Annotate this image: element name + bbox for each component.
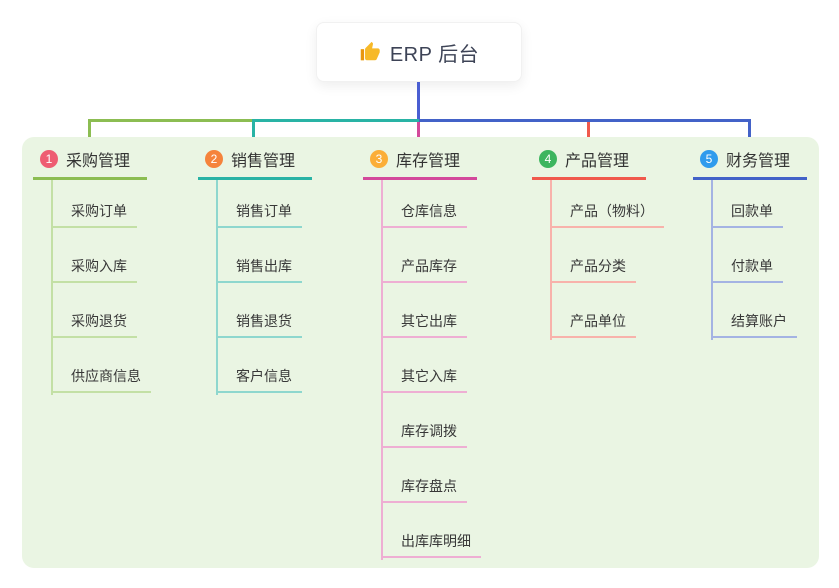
branch-header-product[interactable]: 4 产品管理 [532, 147, 646, 180]
branch-header-inventory[interactable]: 3 库存管理 [363, 147, 477, 180]
branch-label: 销售管理 [231, 153, 296, 170]
node-warehouse-info[interactable]: 仓库信息 [381, 198, 467, 228]
node-outbound-detail[interactable]: 出库库明细 [381, 528, 481, 558]
drop-line-branch2 [252, 119, 255, 151]
trunk-line [550, 180, 552, 340]
branch-header-purchase[interactable]: 1 采购管理 [33, 147, 147, 180]
node-receipt-order[interactable]: 回款单 [711, 198, 783, 228]
node-stock-transfer[interactable]: 库存调拨 [381, 418, 467, 448]
node-settlement-account[interactable]: 结算账户 [711, 308, 797, 338]
badge-1: 1 [40, 150, 58, 168]
drop-line-branch1 [88, 119, 91, 151]
trunk-line [711, 180, 713, 340]
trunk-line [51, 180, 53, 395]
trunk-line [216, 180, 218, 395]
node-other-inbound[interactable]: 其它入库 [381, 363, 467, 393]
root-node-erp[interactable]: ERP 后台 [316, 22, 522, 82]
drop-line-branch4 [587, 122, 590, 151]
node-purchase-order[interactable]: 采购订单 [51, 198, 137, 228]
node-purchase-inbound[interactable]: 采购入库 [51, 253, 137, 283]
branch-header-sales[interactable]: 2 销售管理 [198, 147, 312, 180]
drop-line-branch5 [748, 119, 751, 151]
trunk-line [381, 180, 383, 560]
node-sales-return[interactable]: 销售退货 [216, 308, 302, 338]
badge-5: 5 [700, 150, 718, 168]
branches-panel: 1 采购管理 采购订单 采购入库 采购退货 供应商信息 2 销售管理 销售订单 … [22, 137, 819, 568]
node-customer-info[interactable]: 客户信息 [216, 363, 302, 393]
branch-header-finance[interactable]: 5 财务管理 [693, 147, 807, 180]
badge-4: 4 [539, 150, 557, 168]
badge-2: 2 [205, 150, 223, 168]
node-supplier-info[interactable]: 供应商信息 [51, 363, 151, 393]
branch-label: 财务管理 [726, 153, 791, 170]
bus-line-branch1 [88, 119, 254, 122]
badge-3: 3 [370, 150, 388, 168]
branch-label: 采购管理 [66, 153, 131, 170]
thumbs-up-icon [360, 41, 380, 61]
bus-line-branch5 [419, 119, 751, 122]
node-sales-outbound[interactable]: 销售出库 [216, 253, 302, 283]
node-stock-check[interactable]: 库存盘点 [381, 473, 467, 503]
branch-label: 产品管理 [565, 153, 630, 170]
node-product-category[interactable]: 产品分类 [550, 253, 636, 283]
node-product-stock[interactable]: 产品库存 [381, 253, 467, 283]
node-product-unit[interactable]: 产品单位 [550, 308, 636, 338]
drop-line-branch3 [417, 122, 420, 151]
node-sales-order[interactable]: 销售订单 [216, 198, 302, 228]
node-other-outbound[interactable]: 其它出库 [381, 308, 467, 338]
bus-line-branch2 [253, 119, 419, 122]
root-label: ERP 后台 [389, 43, 480, 66]
branch-label: 库存管理 [396, 153, 461, 170]
node-product-material[interactable]: 产品（物料） [550, 198, 664, 228]
node-payment-order[interactable]: 付款单 [711, 253, 783, 283]
node-purchase-return[interactable]: 采购退货 [51, 308, 137, 338]
root-connector-line [417, 82, 420, 120]
